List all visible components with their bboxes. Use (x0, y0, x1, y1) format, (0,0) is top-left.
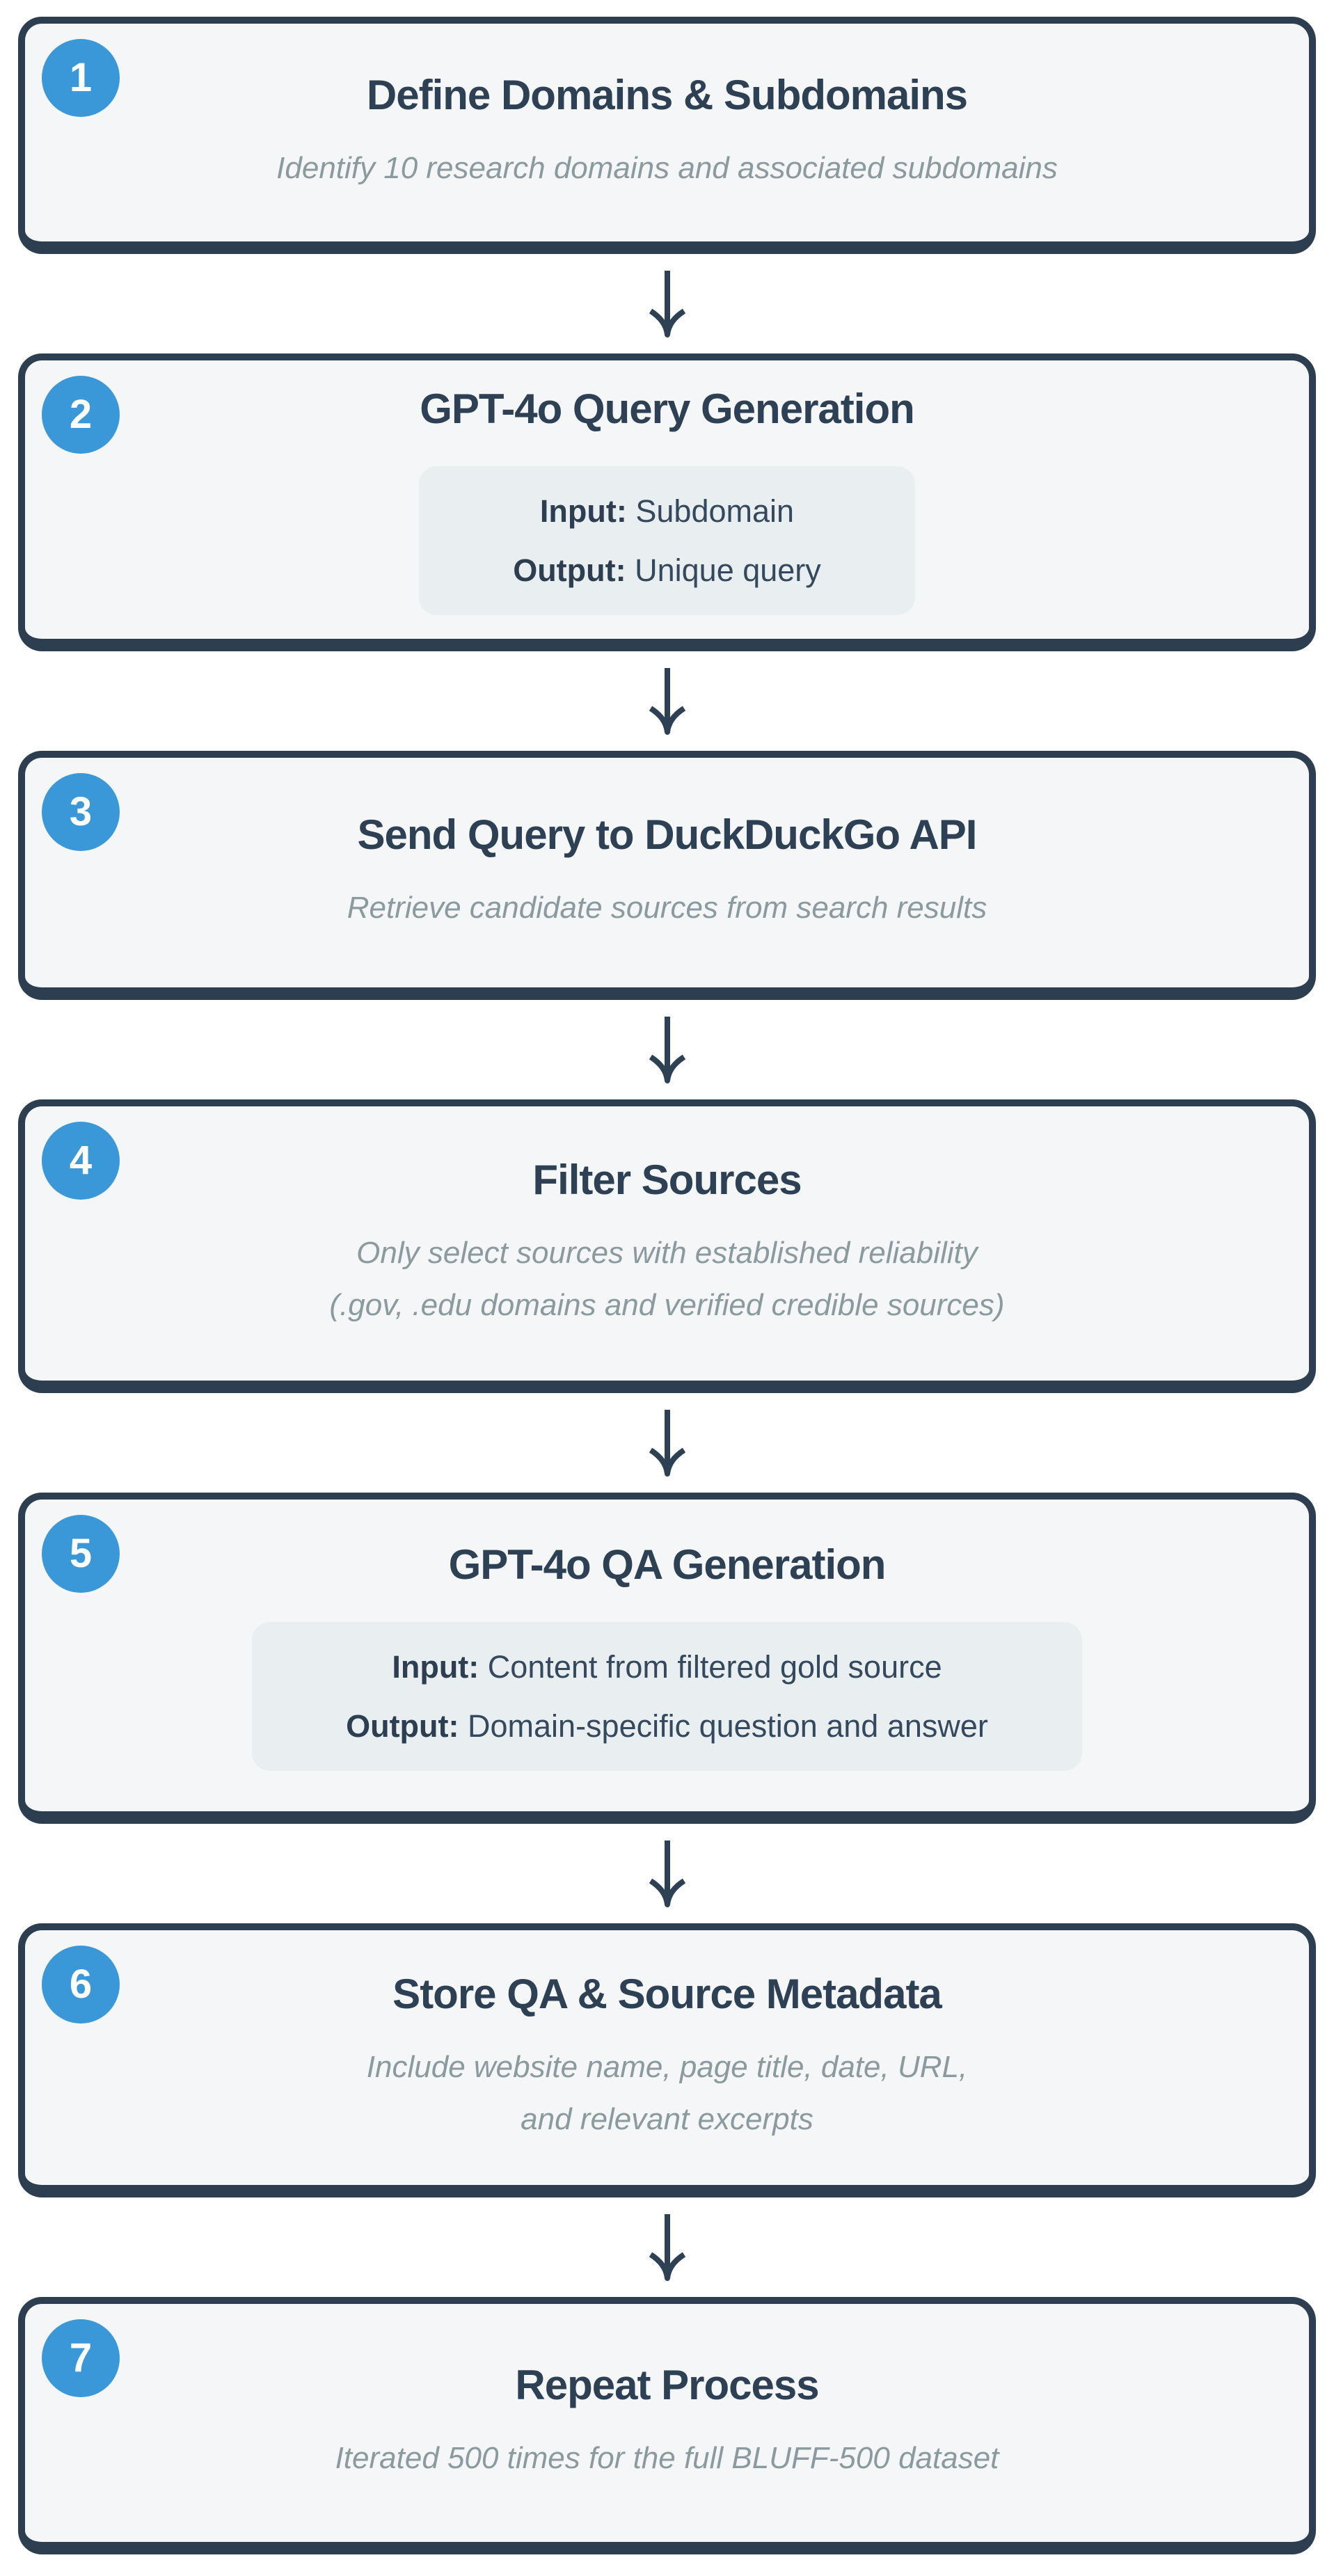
step-number-badge: 2 (42, 376, 120, 454)
down-arrow-icon (649, 1016, 685, 1083)
io-panel: Input: Subdomain Output: Unique query (419, 466, 915, 615)
io-input-value: Content from filtered gold source (487, 1648, 942, 1685)
step-title: GPT-4o Query Generation (420, 385, 915, 432)
step-box-3: 3 Send Query to DuckDuckGo API Retrieve … (18, 751, 1316, 1000)
down-arrow-icon (649, 270, 685, 337)
step-title: Define Domains & Subdomains (366, 71, 968, 118)
io-output-row: Output: Domain-specific question and ans… (346, 1710, 988, 1742)
step-title: Repeat Process (515, 2362, 819, 2409)
step-subtitle: Include website name, page title, date, … (366, 2049, 968, 2136)
flow-arrow (0, 1393, 1334, 1493)
step-box-5: 5 GPT-4o QA Generation Input: Content fr… (18, 1493, 1316, 1824)
flow-arrow (0, 254, 1334, 353)
step-number-badge: 3 (42, 773, 120, 851)
io-input-value: Subdomain (635, 493, 795, 529)
step-box-2: 2 GPT-4o Query Generation Input: Subdoma… (18, 353, 1316, 651)
step-subtitle: Iterated 500 times for the full BLUFF-50… (335, 2441, 999, 2476)
step-title: Send Query to DuckDuckGo API (357, 811, 978, 859)
io-input-row: Input: Subdomain (513, 495, 821, 527)
io-panel: Input: Content from filtered gold source… (252, 1621, 1082, 1771)
down-arrow-icon (649, 667, 685, 735)
down-arrow-icon (649, 2213, 685, 2281)
step-subtitle: Only select sources with established rel… (329, 1235, 1005, 1322)
io-input-label: Input: (539, 493, 627, 529)
step-box-1: 1 Define Domains & Subdomains Identify 1… (18, 17, 1316, 254)
step-subtitle: Retrieve candidate sources from search r… (347, 891, 987, 925)
flow-arrow (0, 651, 1334, 751)
step-subtitle: Identify 10 research domains and associa… (276, 150, 1058, 185)
down-arrow-icon (649, 1840, 685, 1907)
down-arrow-icon (649, 1409, 685, 1477)
step-number-badge: 6 (42, 1946, 120, 2024)
step-box-7: 7 Repeat Process Iterated 500 times for … (18, 2297, 1316, 2554)
io-output-row: Output: Unique query (513, 555, 821, 586)
io-input-label: Input: (392, 1648, 479, 1685)
step-number-badge: 7 (42, 2319, 120, 2397)
step-title: GPT-4o QA Generation (448, 1541, 887, 1588)
io-output-value: Unique query (635, 552, 821, 588)
step-title: Store QA & Source Metadata (392, 1970, 942, 2017)
step-box-4: 4 Filter Sources Only select sources wit… (18, 1099, 1316, 1393)
step-box-6: 6 Store QA & Source Metadata Include web… (18, 1923, 1316, 2197)
io-output-label: Output: (346, 1708, 459, 1744)
flow-arrow (0, 1824, 1334, 1923)
flow-arrow (0, 2197, 1334, 2297)
flow-arrow (0, 1000, 1334, 1099)
step-number-badge: 1 (42, 39, 120, 117)
io-output-label: Output: (513, 552, 626, 588)
step-number-badge: 5 (42, 1515, 120, 1593)
io-input-row: Input: Content from filtered gold source (346, 1651, 988, 1683)
step-number-badge: 4 (42, 1122, 120, 1200)
io-output-value: Domain-specific question and answer (468, 1708, 988, 1744)
step-title: Filter Sources (532, 1156, 802, 1203)
